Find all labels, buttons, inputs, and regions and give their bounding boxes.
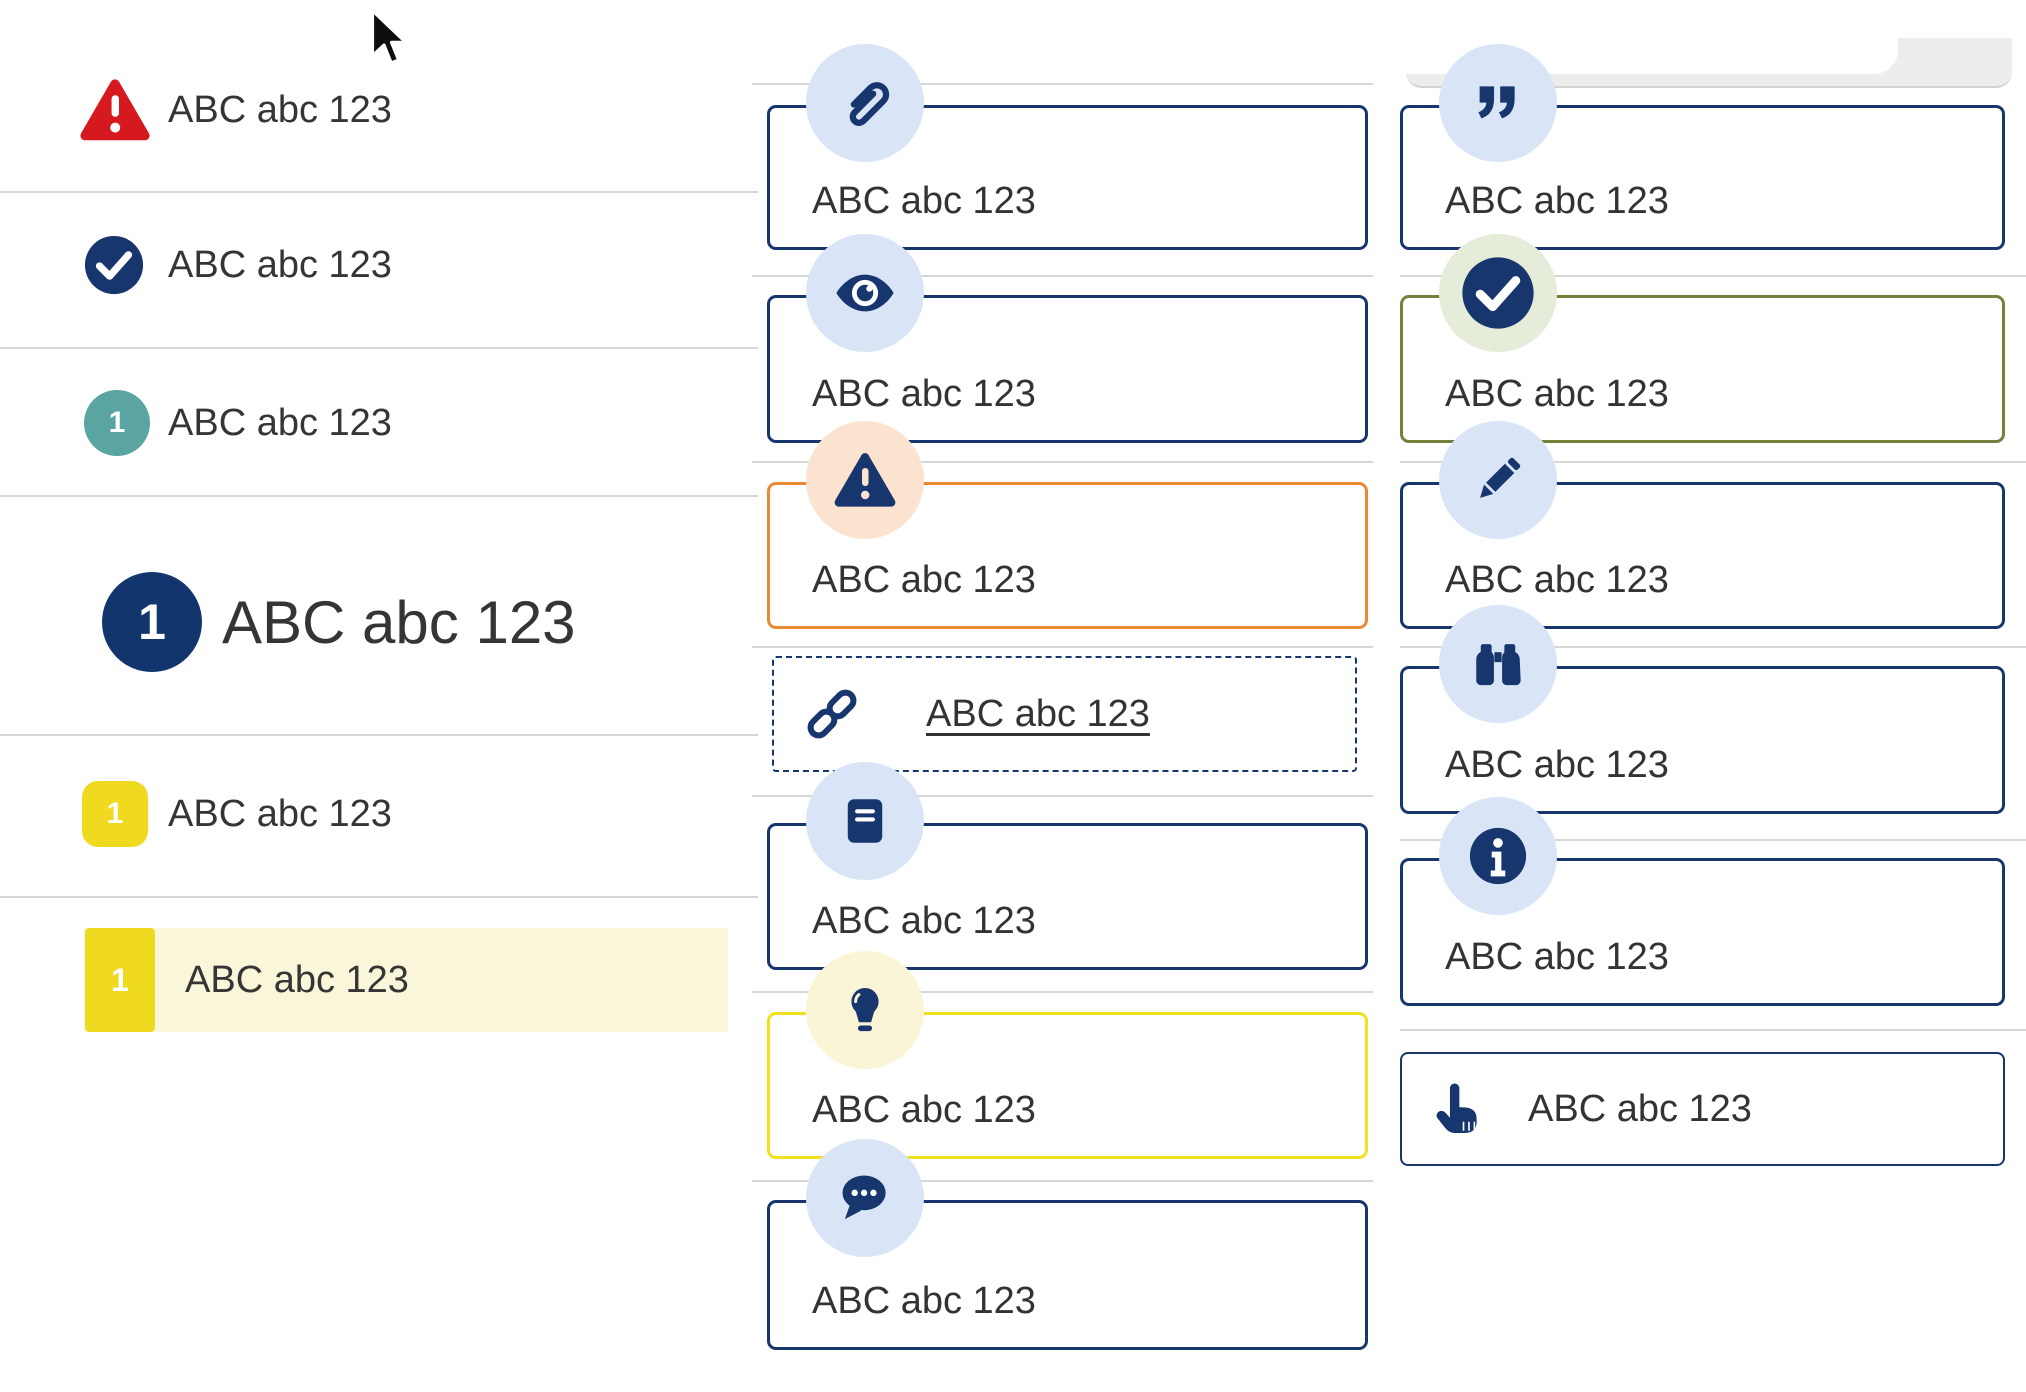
pencil-icon <box>1439 421 1557 539</box>
hand-pointer-icon <box>1430 1080 1488 1138</box>
mouse-pointer-icon <box>368 8 408 72</box>
divider <box>752 461 1373 463</box>
list-item-alert[interactable]: ABC abc 123 <box>0 40 758 180</box>
list-item-step-yellow[interactable]: 1 ABC abc 123 <box>0 744 758 884</box>
callout-label: ABC abc 123 <box>1445 744 1669 786</box>
book-icon <box>806 762 924 880</box>
callout-link-text[interactable]: ABC abc 123 <box>926 692 1150 735</box>
callout-quote: ABC abc 123 <box>1400 105 2005 250</box>
callout-label: ABC abc 123 <box>812 900 1036 942</box>
list-item-step-teal[interactable]: 1 ABC abc 123 <box>0 353 758 493</box>
divider <box>1400 646 2026 648</box>
callout-label: ABC abc 123 <box>1445 373 1669 415</box>
callout-label: ABC abc 123 <box>1528 1087 1752 1130</box>
divider <box>1400 461 2026 463</box>
number-badge-teal: 1 <box>84 390 150 456</box>
check-circle-icon <box>83 234 145 296</box>
number-badge-yellow: 1 <box>85 928 155 1032</box>
quote-icon <box>1439 44 1557 162</box>
link-icon <box>800 682 864 746</box>
alert-triangle-icon <box>78 77 152 143</box>
callout-label: ABC abc 123 <box>812 180 1036 222</box>
list-item-label: ABC abc 123 <box>168 792 392 835</box>
callout-attachment: ABC abc 123 <box>767 105 1368 250</box>
callout-reference: ABC abc 123 <box>767 823 1368 970</box>
number-badge-navy-large: 1 <box>102 572 202 672</box>
callout-action: ABC abc 123 <box>1400 1052 2005 1166</box>
divider <box>752 991 1373 993</box>
divider <box>1400 275 2026 277</box>
callout-label: ABC abc 123 <box>812 1280 1036 1322</box>
list-item-label: ABC abc 123 <box>185 958 409 1001</box>
divider <box>0 734 758 736</box>
divider <box>0 191 758 193</box>
warning-triangle-icon <box>806 421 924 539</box>
list-item-label: ABC abc 123 <box>168 401 392 444</box>
callout-label: ABC abc 123 <box>812 559 1036 601</box>
callout-label: ABC abc 123 <box>1445 936 1669 978</box>
divider <box>0 896 758 898</box>
callout-label: ABC abc 123 <box>812 1089 1036 1131</box>
divider <box>752 1180 1373 1182</box>
callout-link: ABC abc 123 <box>772 656 1357 772</box>
callout-label: ABC abc 123 <box>812 373 1036 415</box>
list-item-label: ABC abc 123 <box>168 243 392 286</box>
highlight-band: ABC abc 123 <box>155 928 728 1032</box>
info-circle-icon <box>1439 797 1557 915</box>
list-item-label: ABC abc 123 <box>222 588 576 656</box>
lightbulb-icon <box>806 951 924 1069</box>
eye-icon <box>806 234 924 352</box>
callout-explore: ABC abc 123 <box>1400 666 2005 814</box>
list-item-done[interactable]: ABC abc 123 <box>0 195 758 335</box>
divider <box>752 646 1373 648</box>
callout-label: ABC abc 123 <box>1445 180 1669 222</box>
check-circle-icon <box>1439 234 1557 352</box>
divider <box>1400 839 2026 841</box>
divider <box>752 795 1373 797</box>
list-item-step-yellow-selected[interactable]: 1 ABC abc 123 <box>85 928 728 1032</box>
paperclip-icon <box>806 44 924 162</box>
number-badge-yellow: 1 <box>82 781 148 847</box>
list-item-label: ABC abc 123 <box>168 88 392 131</box>
divider <box>752 275 1373 277</box>
divider <box>752 83 1373 85</box>
divider <box>0 347 758 349</box>
divider <box>0 495 758 497</box>
list-item-step-large[interactable]: 1 ABC abc 123 <box>0 540 758 704</box>
binoculars-icon <box>1439 605 1557 723</box>
callout-label: ABC abc 123 <box>1445 559 1669 601</box>
divider <box>1400 1029 2026 1031</box>
chat-bubble-icon <box>806 1139 924 1257</box>
